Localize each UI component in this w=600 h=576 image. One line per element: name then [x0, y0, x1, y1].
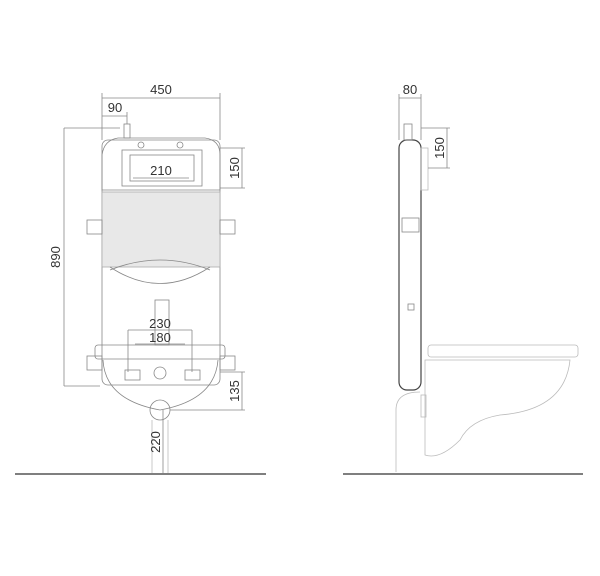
- dim-inlet-offset: 90: [108, 100, 122, 115]
- flush-plate-inner: [129, 154, 195, 182]
- cistern-top: [101, 137, 221, 191]
- inlet-valve: [123, 123, 131, 139]
- dim-flush-plate-width: 210: [150, 163, 172, 178]
- dim-outlet-height: 220: [148, 431, 163, 453]
- toilet-bowl: [424, 359, 571, 457]
- side-view: 80 150: [343, 82, 583, 475]
- dim-flush-plate-height: 150: [227, 157, 242, 179]
- dim-overall-width: 450: [150, 82, 172, 97]
- dim-bolt-spacing-inner: 180: [149, 330, 171, 345]
- flush-plate-outline: [121, 149, 203, 187]
- dim-side-flush-plate-height: 150: [432, 137, 447, 159]
- dim-frame-depth: 80: [403, 82, 417, 97]
- tank-mesh: [101, 191, 221, 268]
- toilet-seat: [427, 344, 579, 358]
- dim-bolt-spacing-outer: 230: [149, 316, 171, 331]
- frame-side: [398, 139, 422, 391]
- front-view: 450 90 210 150 890 230 180 135 220: [15, 82, 266, 475]
- dim-frame-height: 890: [48, 246, 63, 268]
- dim-outlet-offset: 135: [227, 380, 242, 402]
